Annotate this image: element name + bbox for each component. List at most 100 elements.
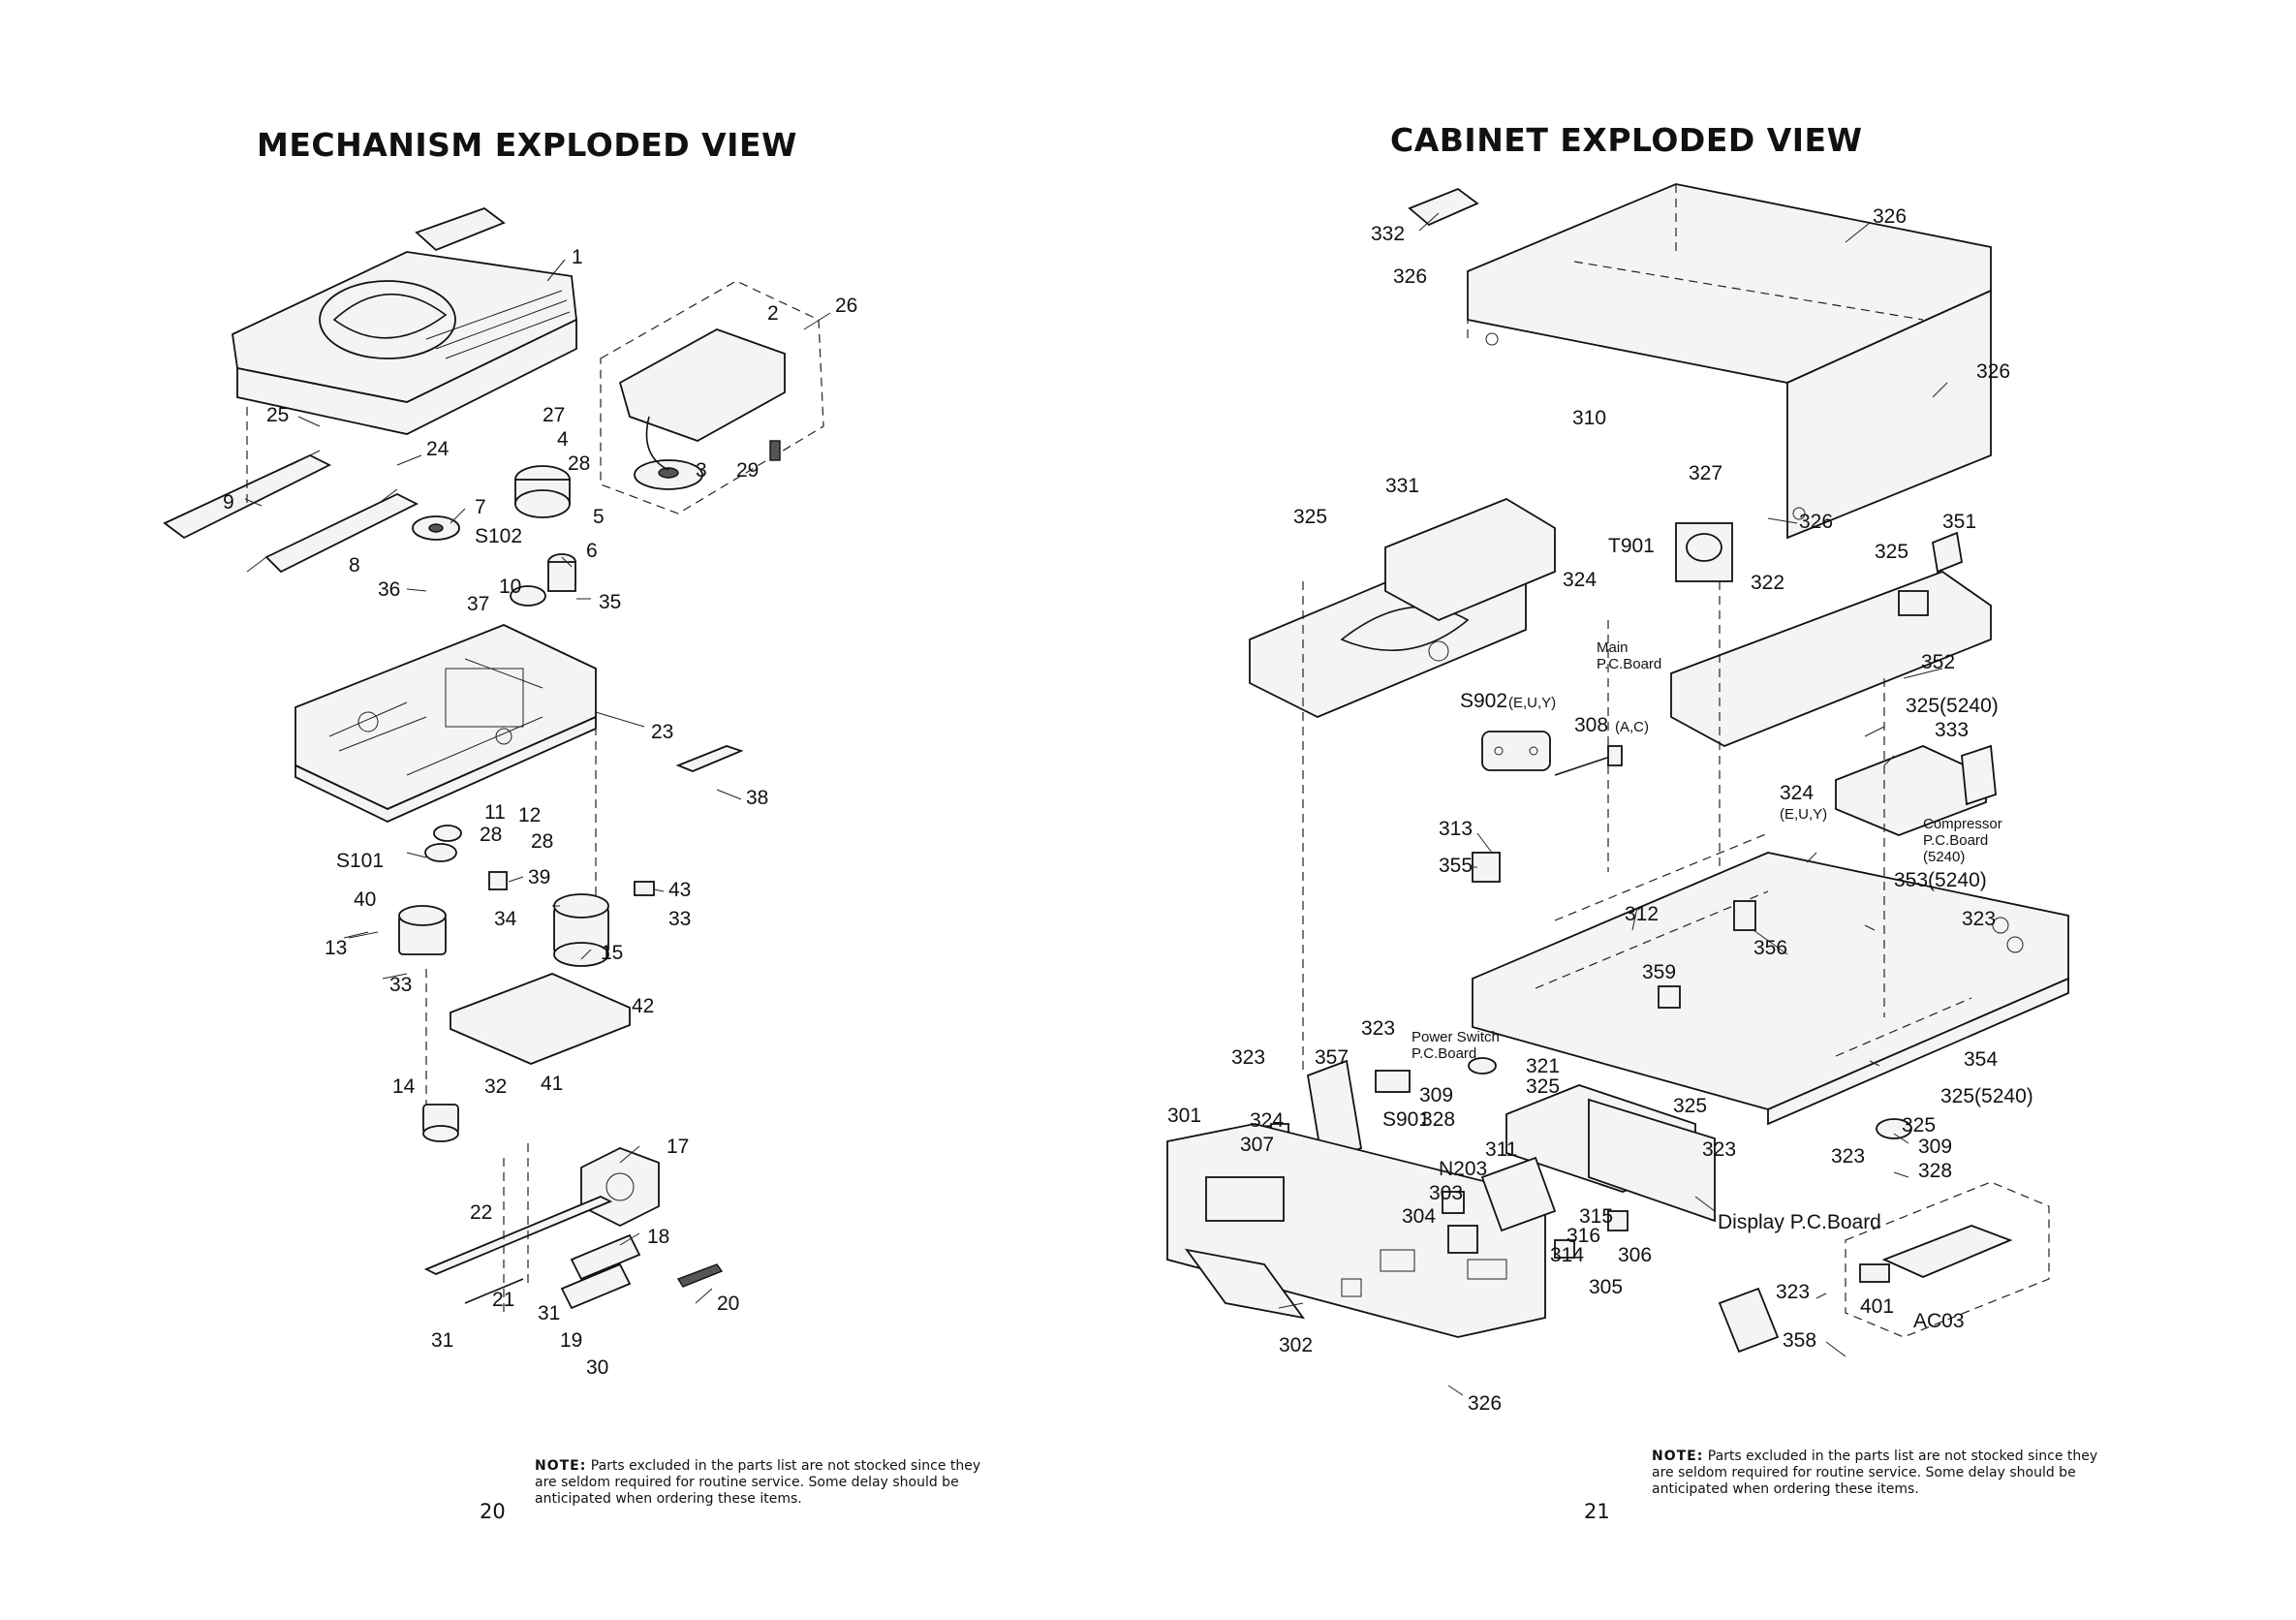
callout-28b: 28	[480, 824, 502, 846]
right-page-note: NOTE: Parts excluded in the parts list a…	[1652, 1449, 2107, 1498]
callout-7: 7	[475, 496, 486, 518]
callout-356: 356	[1753, 937, 1787, 959]
callout-38: 38	[746, 787, 768, 809]
display-parts	[1442, 1084, 1716, 1259]
callout-4: 4	[557, 428, 569, 451]
page-number-left: 20	[480, 1500, 506, 1523]
main-pcb-label-1: Main	[1597, 639, 1629, 656]
callout-325-5240b: 325(5240)	[1940, 1085, 2033, 1107]
callout-21: 21	[492, 1289, 514, 1311]
callout-304: 304	[1402, 1205, 1436, 1228]
page-right: CABINET EXPLODED VIEW	[1148, 0, 2296, 1620]
callout-323b: 323	[1361, 1017, 1395, 1040]
callout-23: 23	[651, 721, 673, 743]
callout-28a: 28	[568, 452, 590, 475]
callout-313: 313	[1439, 818, 1473, 840]
callout-18: 18	[647, 1226, 669, 1248]
cd-mechanism-block	[1249, 497, 1556, 718]
callout-302: 302	[1279, 1334, 1313, 1356]
callout-17: 17	[667, 1136, 689, 1158]
callout-S101: S101	[336, 850, 384, 872]
callout-24: 24	[426, 438, 450, 460]
callout-31a: 31	[538, 1302, 560, 1324]
callout-N203: N203	[1439, 1158, 1487, 1180]
callout-15: 15	[601, 942, 623, 964]
clamper-part	[618, 328, 786, 490]
callout-324c: 324	[1250, 1109, 1284, 1132]
callout-326c: 326	[1976, 360, 2010, 383]
callout-42: 42	[632, 995, 654, 1017]
callout-30: 30	[586, 1356, 608, 1379]
callout-325b: 325	[1875, 541, 1908, 563]
callout-9: 9	[223, 491, 234, 514]
callout-315: 315	[1579, 1205, 1613, 1228]
callout-S902: S902	[1460, 690, 1507, 712]
bracket-358	[1718, 1287, 1780, 1354]
mechanism-exploded-view-title: MECHANISM EXPLODED VIEW	[257, 126, 797, 164]
callout-40: 40	[354, 888, 376, 911]
cabinet-leader-lines	[1278, 212, 1948, 1396]
compressor-pcb-label-3: (5240)	[1923, 849, 1965, 865]
gear-assembly	[412, 465, 576, 607]
callout-312: 312	[1625, 903, 1659, 925]
callout-37: 37	[467, 593, 489, 615]
part-359	[1658, 985, 1681, 1009]
foot-309a	[1468, 1057, 1497, 1075]
callout-353: 353(5240)	[1894, 869, 1987, 891]
callout-1: 1	[572, 246, 583, 268]
front-panel	[1166, 1123, 1546, 1338]
callout-41: 41	[541, 1073, 563, 1095]
callout-26: 26	[835, 295, 857, 317]
callout-351: 351	[1942, 511, 1976, 533]
callout-309b: 309	[1918, 1136, 1952, 1158]
callout-352: 352	[1921, 651, 1955, 673]
callout-324a: 324	[1563, 569, 1597, 591]
callout-43: 43	[668, 879, 691, 901]
callout-310: 310	[1572, 407, 1606, 429]
callout-39: 39	[528, 866, 550, 888]
part-356	[1733, 900, 1756, 931]
callout-357: 357	[1315, 1046, 1349, 1069]
callout-10: 10	[499, 576, 521, 598]
callout-332: 332	[1371, 223, 1405, 245]
callout-33a: 33	[389, 974, 412, 996]
callout-20: 20	[717, 1293, 739, 1315]
callout-S901: S901	[1382, 1108, 1430, 1131]
callout-303: 303	[1429, 1182, 1463, 1204]
callout-6: 6	[586, 540, 598, 562]
callout-308-sub: (A,C)	[1615, 719, 1649, 735]
callout-25: 25	[266, 404, 289, 426]
callout-326e: 326	[1468, 1392, 1502, 1415]
callout-326a: 326	[1873, 205, 1907, 228]
tray-part	[232, 206, 577, 435]
callout-328b: 328	[1918, 1160, 1952, 1182]
main-chassis	[295, 624, 597, 823]
callout-309a: 309	[1419, 1084, 1453, 1106]
callout-323c: 323	[1231, 1046, 1265, 1069]
callout-327: 327	[1689, 462, 1722, 484]
callout-36: 36	[378, 578, 400, 601]
top-cover	[1467, 183, 1992, 540]
callout-19: 19	[560, 1329, 582, 1352]
callout-28c: 28	[531, 830, 553, 853]
callout-326d: 326	[1799, 511, 1833, 533]
label-332	[1408, 187, 1479, 227]
page-left: MECHANISM EXPLODED VIEW	[163, 126, 980, 1523]
mechanism-exploded-diagram: 1 26 2 25 27 4 24 28 3 29 9 7 5 S102 6 8…	[163, 206, 857, 1379]
callout-5: 5	[593, 506, 605, 528]
callout-S102: S102	[475, 525, 522, 547]
remote-control	[1845, 1181, 2050, 1338]
callout-323e: 323	[1831, 1145, 1865, 1168]
motors-and-parts	[398, 745, 744, 1142]
callout-307: 307	[1240, 1134, 1274, 1156]
power-pcb-label-2: P.C.Board	[1412, 1045, 1476, 1062]
callout-14: 14	[392, 1075, 416, 1098]
callout-AC03: AC03	[1913, 1310, 1965, 1332]
callout-27: 27	[543, 404, 565, 426]
callout-301: 301	[1167, 1105, 1201, 1127]
bottom-chassis	[1472, 832, 2069, 1126]
main-pcb-label-2: P.C.Board	[1597, 656, 1661, 672]
callout-311: 311	[1485, 1138, 1517, 1161]
callout-34: 34	[494, 908, 517, 930]
callout-29: 29	[736, 459, 759, 482]
